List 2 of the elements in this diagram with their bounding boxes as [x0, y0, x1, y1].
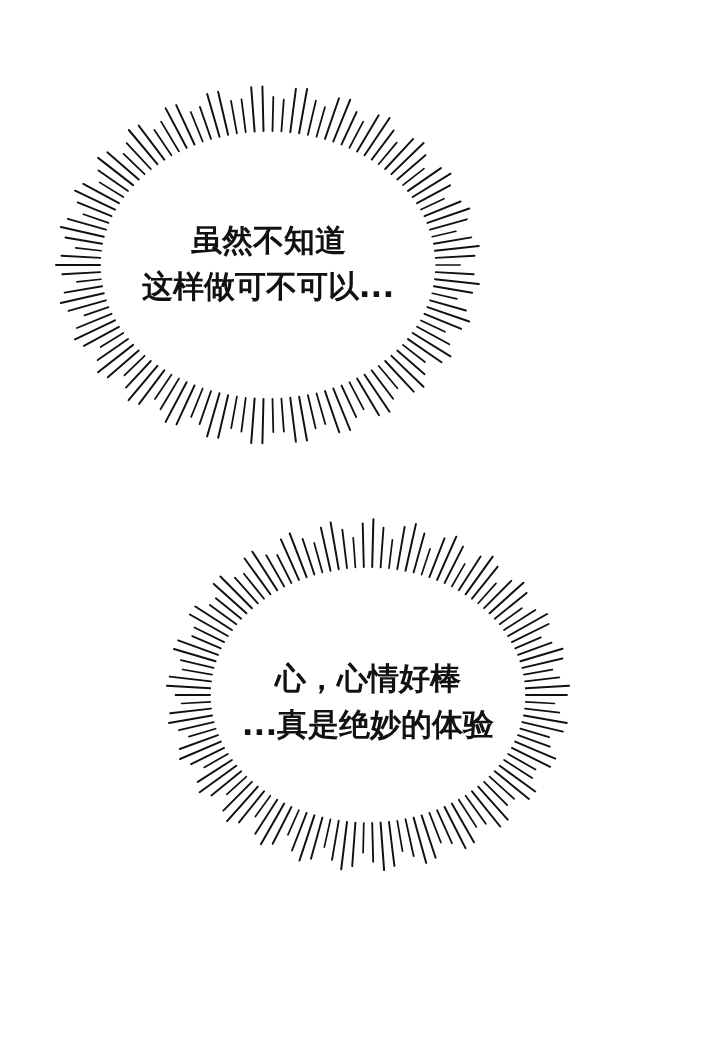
- dialogue-text: 虽然不知道这样做可不可以...: [140, 221, 396, 306]
- dialogue-text: 心，心情好棒...真是绝妙的体验: [240, 659, 496, 744]
